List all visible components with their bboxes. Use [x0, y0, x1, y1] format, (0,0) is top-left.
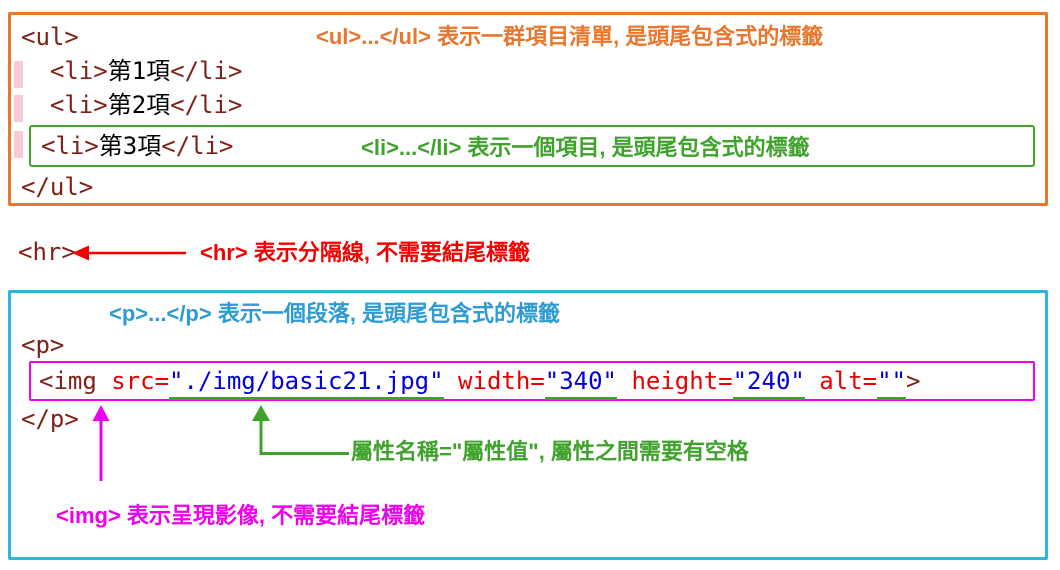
alt-attr-name: alt= — [804, 367, 878, 395]
p-annotation-text: 表示一個段落, 是頭尾包含式的標籤 — [211, 301, 561, 326]
gutter-highlight — [14, 131, 23, 158]
li-text: 第3項 — [98, 132, 162, 160]
width-attr-value: "340" — [544, 367, 617, 400]
code-p-open-tag: <p> — [21, 331, 65, 359]
code-img-tag: <img src="./img/basic21.jpg" width="340"… — [39, 367, 921, 400]
li-close-tag: </li> — [170, 57, 243, 85]
li-highlight-box: <li>第3項</li> <li>...</li> 表示一個項目, 是頭尾包含式… — [29, 125, 1035, 167]
li-close-tag: </li> — [170, 91, 243, 119]
li-annotation-tag: <li>...</li> — [361, 135, 462, 160]
li-close-tag: </li> — [161, 132, 234, 160]
code-li-1: <li>第1項</li> — [21, 57, 243, 85]
height-attr-value: "240" — [732, 367, 805, 400]
code-li-2: <li>第2項</li> — [21, 91, 243, 119]
height-attr-name: height= — [617, 367, 733, 395]
li-open-tag: <li> — [21, 91, 108, 119]
arrow-head — [92, 405, 110, 421]
p-code-box: <p>...</p> 表示一個段落, 是頭尾包含式的標籤 <p> <img sr… — [8, 290, 1048, 560]
code-li-3: <li>第3項</li> — [41, 132, 234, 160]
img-close-bracket: > — [906, 367, 921, 395]
img-open-tag: <img — [39, 367, 97, 395]
code-ul-close-tag: </ul> — [21, 173, 94, 201]
code-ul-open-tag: <ul> — [21, 23, 79, 51]
li-open-tag: <li> — [41, 132, 99, 160]
img-highlight-box: <img src="./img/basic21.jpg" width="340"… — [29, 361, 1035, 401]
hr-annotation: <hr> 表示分隔線, 不需要結尾標籤 — [200, 240, 530, 266]
li-annotation-text: 表示一個項目, 是頭尾包含式的標籤 — [461, 135, 810, 160]
width-attr-name: width= — [443, 367, 545, 395]
arrow-head — [72, 245, 89, 261]
li-open-tag: <li> — [21, 57, 108, 85]
hr-annotation-text: 表示分隔線, 不需要結尾標籤 — [247, 240, 531, 265]
code-hr-tag: <hr> — [18, 238, 76, 266]
img-annotation: <img> 表示呈現影像, 不需要結尾標籤 — [56, 503, 425, 529]
attribute-annotation: 屬性名稱="屬性值", 屬性之間需要有空格 — [351, 439, 749, 464]
img-annotation-tag: <img> — [56, 503, 121, 528]
attribute-up-arrow — [252, 405, 349, 455]
src-attr-name: src= — [96, 367, 170, 395]
hr-annotation-tag: <hr> — [200, 240, 248, 265]
p-annotation-tag: <p>...</p> — [109, 301, 212, 326]
arrow-head — [252, 405, 270, 421]
img-annotation-text: 表示呈現影像, 不需要結尾標籤 — [120, 503, 426, 528]
src-attr-value: "./img/basic21.jpg" — [169, 367, 444, 400]
li-text: 第1項 — [107, 57, 171, 85]
alt-attr-value: "" — [877, 367, 906, 400]
gutter-highlight — [14, 61, 23, 88]
gutter-highlight — [14, 95, 23, 122]
img-up-arrow — [92, 405, 110, 481]
ul-annotation: <ul>...</ul> 表示一群項目清單, 是頭尾包含式的標籤 — [316, 24, 823, 50]
ul-annotation-text: 表示一群項目清單, 是頭尾包含式的標籤 — [430, 24, 824, 49]
p-annotation: <p>...</p> 表示一個段落, 是頭尾包含式的標籤 — [109, 301, 560, 327]
ul-code-box: <ul> <ul>...</ul> 表示一群項目清單, 是頭尾包含式的標籤 <l… — [8, 12, 1048, 206]
ul-annotation-tag: <ul>...</ul> — [316, 24, 431, 49]
li-text: 第2項 — [107, 91, 171, 119]
hr-left-arrow — [72, 245, 186, 261]
code-p-close-tag: </p> — [21, 405, 79, 433]
li-annotation: <li>...</li> 表示一個項目, 是頭尾包含式的標籤 — [361, 135, 810, 161]
